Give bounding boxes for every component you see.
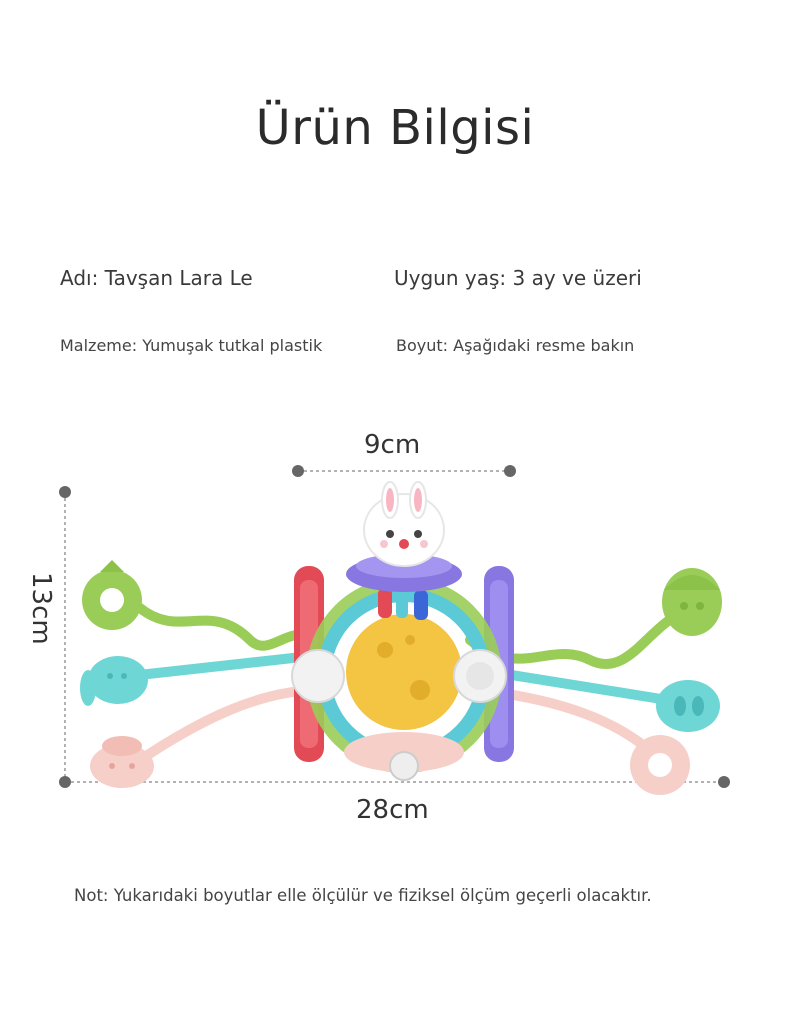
suitable-age: Uygun yaş: 3 ay ve üzeri [394,266,642,290]
product-size: Boyut: Aşağıdaki resme bakın [396,336,635,355]
total-width-label: 28cm [356,795,429,825]
center-ball [291,577,507,781]
rabbit-head [346,481,462,592]
height-label: 13cm [26,572,56,645]
measurement-note: Not: Yukarıdaki boyutlar elle ölçülür ve… [74,886,652,905]
dimension-lines [59,465,730,788]
right-teethers [465,568,722,795]
top-width-label: 9cm [364,430,421,460]
product-material: Malzeme: Yumuşak tutkal plastik [60,336,323,355]
page-title: Ürün Bilgisi [255,100,535,156]
product-name: Adı: Tavşan Lara Le [60,266,253,290]
left-teethers [80,560,325,788]
